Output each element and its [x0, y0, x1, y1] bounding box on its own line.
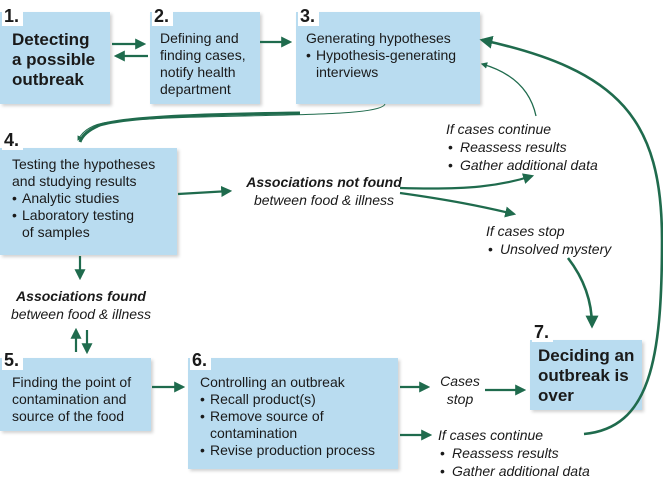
arrow-to-continue-top — [399, 173, 535, 190]
note-bullet: Gather additional data — [438, 462, 590, 480]
step-1-number: 1. — [2, 6, 24, 26]
step-6-number: 6. — [190, 350, 212, 370]
note-bold: Associations not found — [246, 174, 402, 190]
note-head: If cases continue — [438, 427, 544, 443]
note-associations-found: Associations found between food & illnes… — [0, 287, 162, 323]
step-7-text: Deciding an outbreak is over — [538, 346, 634, 406]
note-continue-top: If cases continue Reassess results Gathe… — [446, 120, 598, 174]
step-7-line: outbreak is — [538, 366, 629, 385]
note-associations-not-found: Associations not found between food & il… — [238, 173, 410, 209]
arrow-continue-to-3 — [480, 62, 537, 117]
step-6-text: Controlling an outbreak Recall product(s… — [200, 374, 375, 459]
step-6-bullet-cont: contamination — [210, 425, 298, 441]
step-2-line: notify health — [160, 64, 236, 80]
step-5-box — [0, 358, 151, 431]
step-2-line: Defining and — [160, 30, 239, 46]
step-4-number: 4. — [2, 130, 24, 150]
step-1-box — [0, 12, 110, 104]
step-6-bullet: Revise production process — [200, 442, 375, 459]
step-7-box — [530, 340, 642, 410]
step-3-title: Generating hypotheses — [306, 30, 451, 46]
note-cases-stop: Cases stop — [434, 372, 486, 408]
note-bold: Associations found — [16, 288, 146, 304]
step-4-bullet-cont: of samples — [22, 224, 90, 240]
arrow-unsolved-to-7 — [566, 257, 599, 329]
note-continue-bottom: If cases continue Reassess results Gathe… — [438, 426, 590, 480]
arrow-loop-to-3 — [479, 35, 663, 436]
note-line: Cases — [440, 373, 480, 389]
step-1-line: a possible — [12, 50, 96, 69]
step-2-line: finding cases, — [160, 47, 246, 63]
step-7-line: Deciding an — [538, 346, 635, 365]
note-cases-stop-mid: If cases stop Unsolved mystery — [486, 222, 611, 258]
step-7-number: 7. — [532, 322, 554, 342]
step-4-line: Testing the hypotheses — [12, 156, 156, 172]
step-2-text: Defining and finding cases, notify healt… — [160, 30, 246, 98]
step-5-text: Finding the point of contamination and s… — [12, 374, 131, 425]
step-1-line: Detecting — [12, 30, 90, 49]
step-4-bullet: Analytic studies — [12, 190, 155, 207]
step-5-number: 5. — [2, 350, 24, 370]
step-6-bullet: Remove source of — [200, 408, 375, 425]
step-6-bullet: Recall product(s) — [200, 391, 375, 408]
step-1-text: Detecting a possible outbreak — [12, 30, 95, 90]
note-rest: between food & illness — [253, 192, 395, 208]
step-3-number: 3. — [298, 6, 320, 26]
arrow-3-to-4 — [77, 103, 386, 141]
step-2-line: department — [160, 81, 231, 97]
arrow-to-stop — [399, 191, 517, 218]
step-5-line: contamination and — [12, 391, 127, 407]
step-2-number: 2. — [152, 6, 174, 26]
note-bullet: Unsolved mystery — [486, 240, 611, 258]
step-5-line: Finding the point of — [12, 374, 132, 390]
step-4-bullet: Laboratory testing — [12, 207, 155, 224]
note-bullet: Gather additional data — [446, 156, 598, 174]
step-5-line: source of the food — [12, 408, 125, 424]
note-head: If cases continue — [446, 121, 552, 137]
note-line: stop — [446, 391, 474, 407]
step-4-line: and studying results — [12, 173, 137, 189]
step-3-text: Generating hypotheses Hypothesis-generat… — [306, 30, 456, 81]
note-head: If cases stop — [486, 223, 565, 239]
note-bullet: Reassess results — [438, 444, 590, 462]
arrow-4-to-not-found — [177, 186, 233, 197]
step-3-bullet: Hypothesis-generating — [306, 47, 456, 64]
step-4-text: Testing the hypotheses and studying resu… — [12, 156, 155, 241]
step-7-line: over — [538, 386, 574, 405]
step-3-bullet-cont: interviews — [316, 64, 379, 80]
step-2-box — [150, 12, 260, 104]
step-6-title: Controlling an outbreak — [200, 374, 345, 390]
note-bullet: Reassess results — [446, 138, 598, 156]
note-rest: between food & illness — [10, 306, 152, 322]
step-1-line: outbreak — [12, 70, 84, 89]
